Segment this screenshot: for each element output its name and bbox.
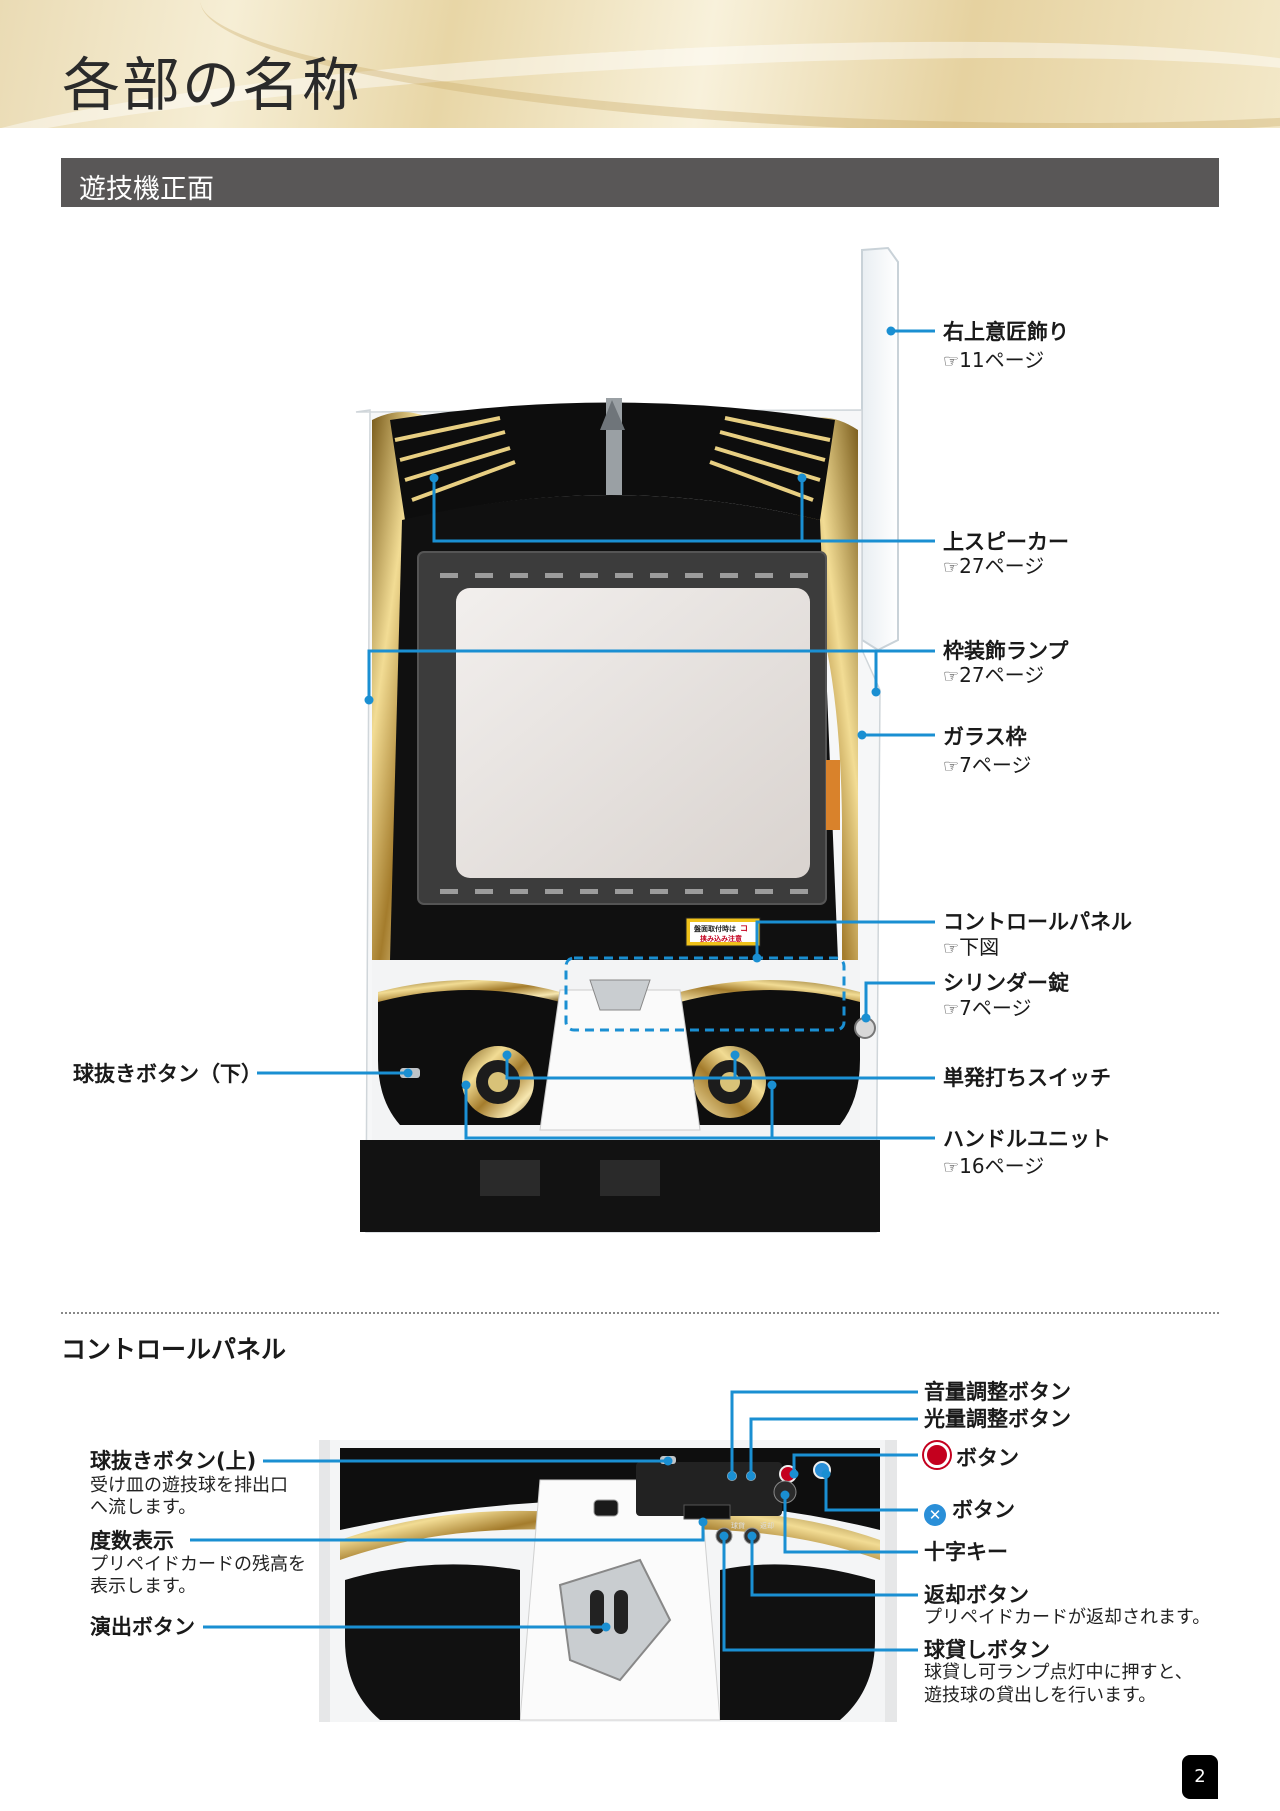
section-divider bbox=[61, 1312, 1219, 1314]
label-right-top-decoration: 右上意匠飾り bbox=[943, 320, 1069, 344]
cp-leader-lines bbox=[190, 1390, 918, 1652]
pointing-hand-icon: ☞ bbox=[943, 351, 960, 372]
handle-unit-right bbox=[694, 1046, 766, 1118]
page-number: 2 bbox=[1182, 1755, 1218, 1799]
section-bar: 遊技機正面 bbox=[61, 158, 1219, 207]
pointing-hand-icon: ☞ bbox=[943, 756, 960, 777]
pointing-hand-icon: ☞ bbox=[943, 666, 960, 687]
label-ball-drain-upper: 球抜きボタン(上) bbox=[90, 1449, 257, 1473]
header-banner bbox=[0, 0, 1280, 128]
ref-upper-speaker: ☞27ページ bbox=[943, 554, 1045, 578]
cp-text-lend: 返却 bbox=[760, 1521, 774, 1530]
ref-frame-lamp: ☞27ページ bbox=[943, 663, 1045, 687]
cp-display bbox=[683, 1504, 731, 1520]
right-top-decoration bbox=[861, 246, 899, 652]
page-title: 各部の名称 bbox=[62, 51, 363, 119]
label-light-button: 光量調整ボタン bbox=[924, 1407, 1071, 1431]
control-panel-title: コントロールパネル bbox=[61, 1335, 287, 1364]
tray-black-left bbox=[378, 987, 560, 1125]
pointing-hand-icon: ☞ bbox=[943, 999, 960, 1020]
tray-gold-rim bbox=[378, 980, 560, 1002]
front-leader-lines bbox=[257, 329, 935, 1140]
label-count-display: 度数表示 bbox=[90, 1529, 174, 1553]
ref-right-top-decoration: ☞11ページ bbox=[943, 348, 1045, 372]
handle-unit-left bbox=[462, 1046, 534, 1118]
desc-ball-drain-upper-1: 受け皿の遊技球を排出口 bbox=[90, 1475, 288, 1496]
label-cross-key: 十字キー bbox=[924, 1540, 1008, 1564]
front-leader-dots bbox=[364, 326, 896, 1090]
label-upper-speaker: 上スピーカー bbox=[943, 530, 1069, 554]
section-title: 遊技機正面 bbox=[79, 174, 214, 205]
desc-count-display-1: プリペイドカードの残高を bbox=[90, 1554, 306, 1575]
desc-return-button: プリペイドカードが返却されます。 bbox=[924, 1607, 1211, 1628]
orange-part bbox=[826, 760, 840, 830]
label-handle-unit: ハンドルユニット bbox=[943, 1127, 1111, 1151]
sticker-highlight: コ bbox=[740, 924, 748, 933]
label-single-shot-switch: 単発打ちスイッチ bbox=[943, 1066, 1111, 1090]
cp-leader-dots bbox=[601, 1456, 831, 1632]
ref-control-panel: ☞下図 bbox=[943, 935, 1000, 959]
desc-lend-button-2: 遊技球の貸出しを行います。 bbox=[924, 1685, 1157, 1706]
label-volume-button: 音量調整ボタン bbox=[924, 1380, 1071, 1404]
label-return-button: 返却ボタン bbox=[924, 1583, 1029, 1607]
label-cylinder-lock: シリンダー錠 bbox=[943, 971, 1069, 995]
cp-lower-black-left bbox=[345, 1564, 520, 1720]
sticker-line2: 挟み込み注意 bbox=[700, 934, 742, 943]
label-lend-button: 球貸しボタン bbox=[924, 1638, 1050, 1662]
ref-handle-unit: ☞16ページ bbox=[943, 1154, 1045, 1178]
board-frame-holes bbox=[440, 573, 808, 894]
ref-cylinder-lock: ☞7ページ bbox=[943, 996, 1032, 1020]
bottom-grille bbox=[480, 1160, 660, 1196]
board-screen bbox=[456, 588, 810, 878]
x-circle-icon: ✕ bbox=[924, 1504, 946, 1526]
label-ball-drain-lower: 球抜きボタン（下） bbox=[73, 1062, 262, 1086]
center-emblem bbox=[589, 979, 651, 1011]
tray-center-white bbox=[539, 989, 701, 1131]
label-performance-button: 演出ボタン bbox=[90, 1615, 195, 1639]
label-glass-frame: ガラス枠 bbox=[943, 725, 1027, 749]
red-circle-icon bbox=[924, 1442, 950, 1468]
cp-top-button-small bbox=[593, 1499, 619, 1517]
cp-text-return: 球貸 bbox=[731, 1521, 745, 1530]
cp-gold-right bbox=[660, 1510, 880, 1560]
control-panel-box bbox=[564, 956, 846, 1032]
sticker-line1: 盤面取付時は bbox=[693, 924, 736, 933]
pointing-hand-icon: ☞ bbox=[943, 938, 960, 959]
label-red-button: ボタン bbox=[924, 1442, 1019, 1471]
desc-lend-button-1: 球貸し可ランプ点灯中に押すと、 bbox=[924, 1662, 1193, 1683]
label-x-button: ✕ボタン bbox=[924, 1497, 1015, 1526]
desc-count-display-2: 表示します。 bbox=[90, 1576, 197, 1597]
ref-glass-frame: ☞7ページ bbox=[943, 753, 1032, 777]
top-gold-fins bbox=[394, 416, 831, 502]
label-control-panel: コントロールパネル bbox=[943, 910, 1132, 934]
cp-gold-left bbox=[340, 1510, 560, 1560]
cp-button-panel bbox=[636, 1462, 782, 1516]
cp-lower-black-right bbox=[720, 1564, 875, 1720]
pointing-hand-icon: ☞ bbox=[943, 557, 960, 578]
label-frame-lamp: 枠装飾ランプ bbox=[943, 639, 1069, 663]
pointing-hand-icon: ☞ bbox=[943, 1157, 960, 1178]
desc-ball-drain-upper-2: へ流します。 bbox=[90, 1497, 197, 1518]
